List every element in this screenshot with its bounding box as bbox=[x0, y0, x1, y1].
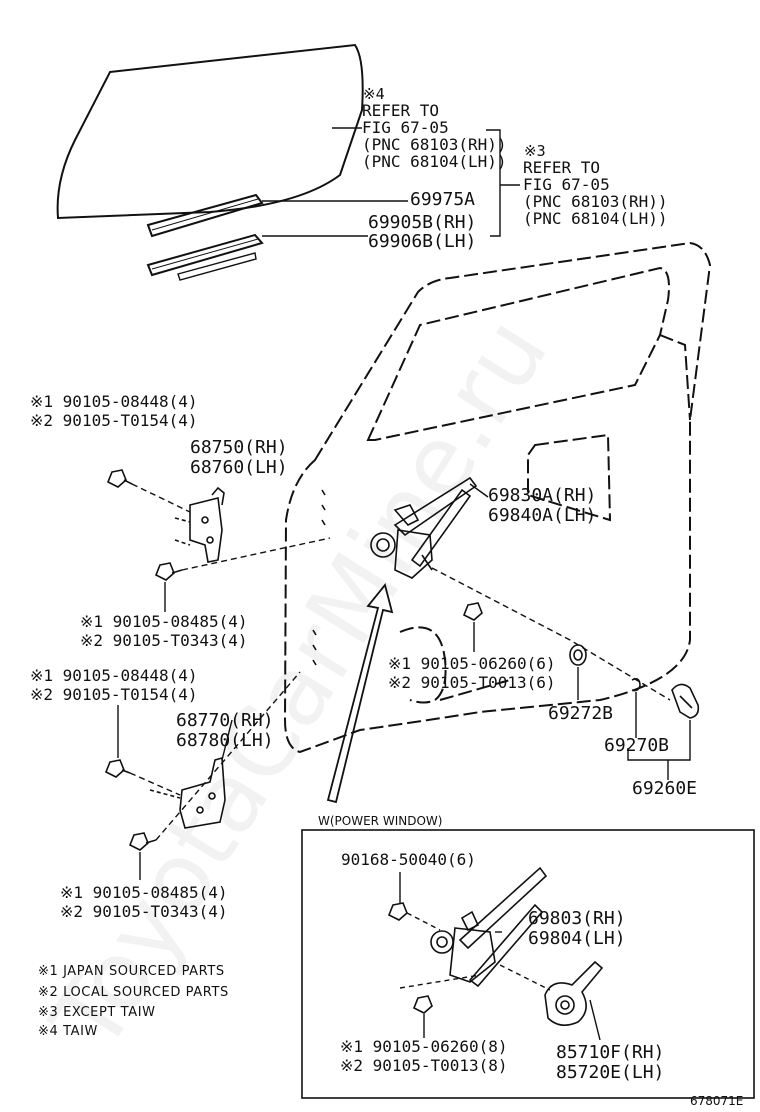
clip-69270b bbox=[631, 678, 641, 692]
bolt-regulator-2: ※2 90105-T0013(6) bbox=[388, 673, 556, 692]
part-69270b: 69270B bbox=[604, 735, 670, 756]
bolt-lower-hinge-b1: ※1 90105-08485(4) bbox=[60, 883, 228, 902]
lower-hinge-lh: 68780(LH) bbox=[176, 730, 274, 751]
pointer-arrow bbox=[326, 583, 394, 804]
regulator-rh: 69830A(RH) bbox=[488, 485, 597, 506]
pw-regulator-lh: 69804(LH) bbox=[528, 928, 626, 949]
bolt-upper-hinge-1: ※1 90105-08448(4) bbox=[30, 392, 198, 411]
window-regulator-power bbox=[430, 866, 548, 988]
weatherstrip-69975a bbox=[146, 193, 264, 238]
door-panel bbox=[283, 241, 712, 754]
upper-hinge-lower-bolt bbox=[154, 562, 183, 581]
glass-ref-line1: REFER TO bbox=[362, 101, 440, 120]
washer-69272b bbox=[569, 644, 587, 666]
part-69272b: 69272B bbox=[548, 703, 614, 724]
pw-bolt-2: ※2 90105-T0013(8) bbox=[340, 1056, 508, 1075]
note-1: ※1 JAPAN SOURCED PARTS bbox=[38, 964, 225, 979]
note-2: ※2 LOCAL SOURCED PARTS bbox=[38, 985, 229, 1000]
bolt-lower-hinge-b2: ※2 90105-T0343(4) bbox=[60, 902, 228, 921]
pw-motor-rh: 85710F(RH) bbox=[556, 1042, 665, 1063]
bolt-lower-hinge-2: ※2 90105-T0154(4) bbox=[30, 685, 198, 704]
part-69260e: 69260E bbox=[632, 778, 698, 799]
glass-ref-line4: (PNC 68104(LH)) bbox=[362, 152, 507, 171]
glass-ref-line3: (PNC 68103(RH)) bbox=[362, 135, 507, 154]
power-window-title: W(POWER WINDOW) bbox=[318, 814, 443, 828]
bolt-upper-hinge-b1: ※1 90105-08485(4) bbox=[80, 612, 248, 631]
upper-hinge-lh: 68760(LH) bbox=[190, 457, 288, 478]
glass-ref-line2: FIG 67-05 bbox=[362, 118, 449, 137]
bolt-upper-hinge-2: ※2 90105-T0154(4) bbox=[30, 411, 198, 430]
window-handle-69260e bbox=[671, 683, 700, 719]
note-4: ※4 TAIW bbox=[38, 1024, 99, 1039]
channel-ref-line3: (PNC 68103(RH)) bbox=[523, 192, 668, 211]
part-69906b: 69906B(LH) bbox=[368, 231, 477, 252]
upper-hinge-rh: 68750(RH) bbox=[190, 437, 288, 458]
channel-ref-line4: (PNC 68104(LH)) bbox=[523, 209, 668, 228]
power-window-box bbox=[301, 829, 755, 1099]
lower-hinge-rh: 68770(RH) bbox=[176, 710, 274, 731]
regulator-bolt bbox=[462, 602, 483, 621]
weatherstrip-69905b bbox=[146, 233, 264, 281]
figure-number: 678071E bbox=[690, 1094, 744, 1108]
pw-motor-lh: 85720E(LH) bbox=[556, 1062, 665, 1083]
channel-ref-mark: ※3 bbox=[524, 142, 546, 160]
pw-bolt-1: ※1 90105-06260(8) bbox=[340, 1037, 508, 1056]
pw-nut: 90168-50040(6) bbox=[341, 850, 476, 869]
note-3: ※3 EXCEPT TAIW bbox=[38, 1005, 156, 1020]
window-regulator-manual bbox=[370, 476, 478, 579]
channel-ref-line1: REFER TO bbox=[523, 158, 601, 177]
lower-hinge-lower-bolt bbox=[128, 832, 157, 851]
door-hinge-holes bbox=[312, 489, 326, 666]
bolt-upper-hinge-b2: ※2 90105-T0343(4) bbox=[80, 631, 248, 650]
regulator-nut bbox=[387, 902, 408, 921]
part-69975a: 69975A bbox=[410, 189, 476, 210]
lower-hinge bbox=[149, 756, 226, 829]
pw-regulator-rh: 69803(RH) bbox=[528, 908, 626, 929]
window-motor bbox=[544, 960, 604, 1026]
door-glass bbox=[56, 43, 364, 220]
bolt-lower-hinge-1: ※1 90105-08448(4) bbox=[30, 666, 198, 685]
channel-ref-line2: FIG 67-05 bbox=[523, 175, 610, 194]
bolt-regulator-1: ※1 90105-06260(6) bbox=[388, 654, 556, 673]
upper-hinge-bolt bbox=[106, 469, 133, 488]
power-regulator-bolt bbox=[412, 995, 433, 1014]
part-69905b: 69905B(RH) bbox=[368, 212, 477, 233]
upper-hinge bbox=[174, 486, 225, 563]
regulator-lh: 69840A(LH) bbox=[488, 505, 597, 526]
lower-hinge-bolt bbox=[104, 759, 131, 778]
glass-ref-mark: ※4 bbox=[363, 85, 385, 103]
